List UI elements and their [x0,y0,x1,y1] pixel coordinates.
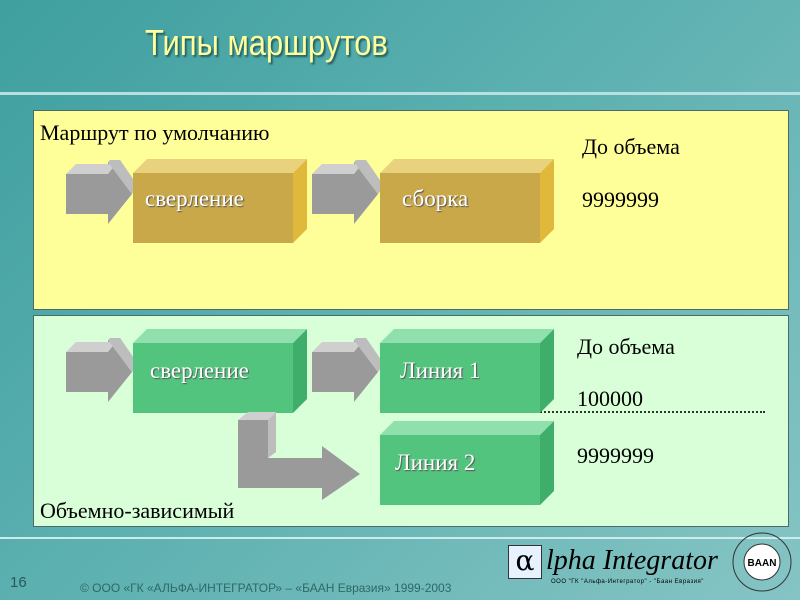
volume-value-2: 9999999 [577,443,654,468]
volume-step-label: сверление [150,358,249,383]
flow-arrow-icon [312,160,380,224]
line-1-label: Линия 1 [400,358,481,383]
slide-title: Типы маршрутов [145,22,388,63]
volume-divider [385,411,765,413]
slide-number: 16 [10,574,27,591]
alpha-logo-icon: α [508,545,542,579]
default-volume-value: 9999999 [582,187,659,212]
line-2-box [380,421,554,505]
volume-route-label: Объемно-зависимый [40,498,235,523]
branch-arrow-icon [238,412,360,500]
flow-arrow-icon [66,338,134,402]
volume-label: До объема [577,334,675,359]
default-route-label: Маршрут по умолчанию [40,120,270,145]
seal-text: BAAN [748,558,777,569]
default-step-box-2 [380,159,554,243]
volume-value-1: 100000 [577,386,643,411]
volume-step-box [133,329,307,413]
logo-subtitle: ООО "ГК "Альфа-Интегратор" - "Баан Евраз… [551,579,704,585]
default-step-box-1 [133,159,307,243]
default-step-1-label: сверление [145,186,244,211]
line-2-label: Линия 2 [395,450,476,475]
default-step-2-label: сборка [402,186,469,211]
baan-seal-icon: BAAN [732,532,792,592]
copyright-text: © ООО «ГК «АЛЬФА-ИНТЕГРАТОР» – «БААН Евр… [80,581,452,595]
title-divider [0,92,800,95]
flow-arrow-icon [66,160,134,224]
flow-arrow-icon [312,338,380,402]
footer-divider [0,537,800,539]
line-1-box [380,329,554,413]
default-volume-label: До объема [582,134,680,159]
logo-text: lpha Integrator [546,545,718,576]
